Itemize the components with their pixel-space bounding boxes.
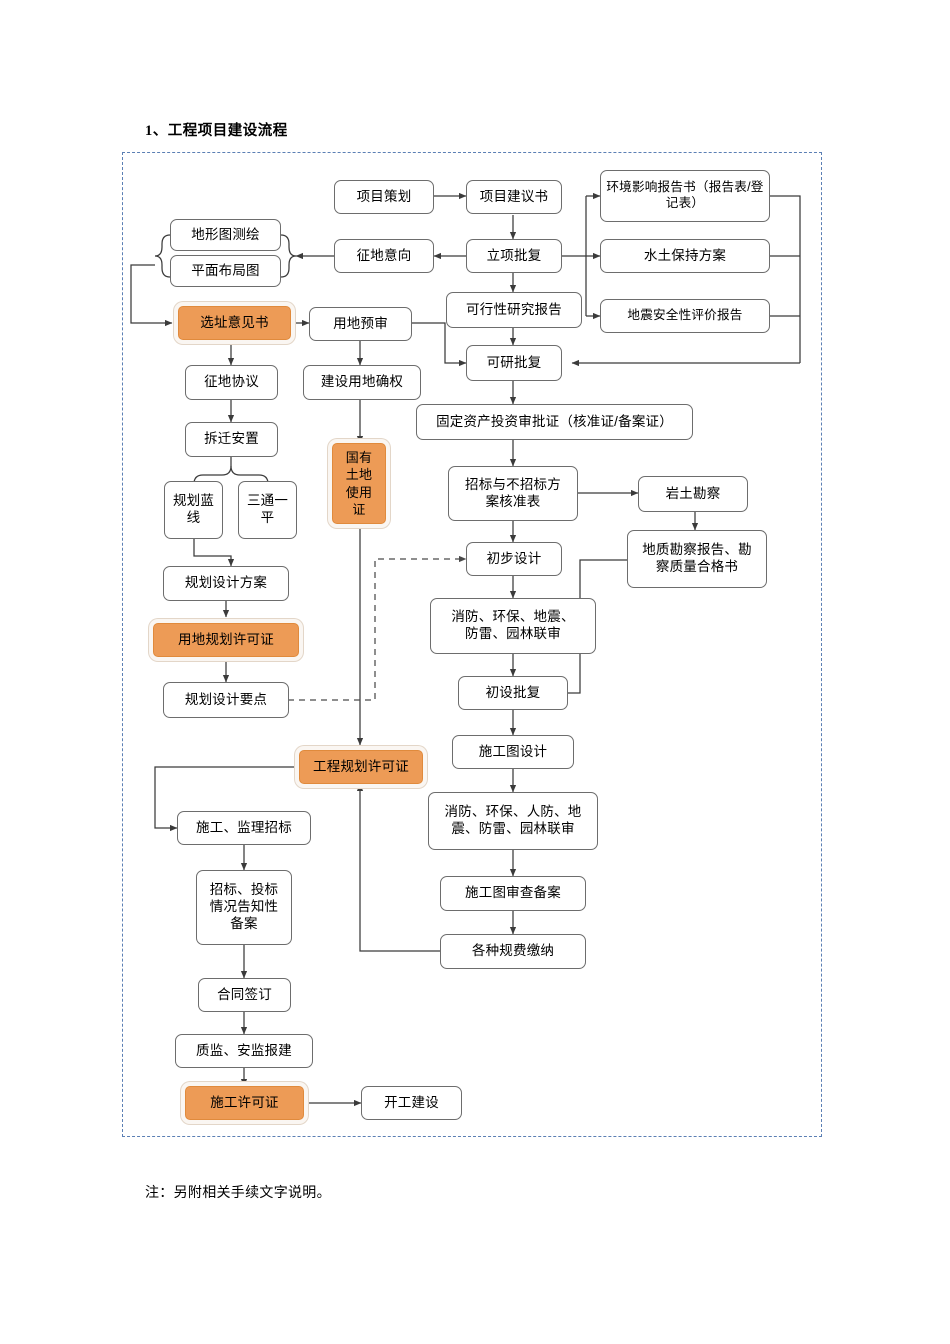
node-land-agreement[interactable]: 征地协议	[185, 365, 278, 400]
node-proj-plan[interactable]: 项目策划	[334, 180, 434, 214]
node-label: 可行性研究报告	[466, 301, 562, 317]
node-label: 规划设计方案	[184, 575, 268, 591]
node-geo-survey-report[interactable]: 地质勘察报告、勘察质量合格书	[627, 530, 767, 588]
node-joint-review-1[interactable]: 消防、环保、地震、防雷、园林联审	[430, 598, 596, 654]
node-label: 消防、环保、地震、防雷、园林联审	[451, 609, 575, 641]
node-label: 项目策划	[356, 188, 412, 204]
node-proj-proposal[interactable]: 项目建议书	[466, 180, 562, 214]
node-land-pre-approval[interactable]: 用地预审	[309, 307, 412, 341]
node-label: 立项批复	[486, 247, 542, 263]
node-label: 选址意见书	[200, 314, 269, 330]
node-label: 用地预审	[333, 315, 388, 331]
node-label: 施工、监理招标	[196, 819, 292, 835]
node-feasibility-reply[interactable]: 可研批复	[466, 345, 562, 381]
node-land-right-confirm[interactable]: 建设用地确权	[303, 365, 421, 400]
node-label: 施工许可证	[210, 1094, 279, 1110]
node-label: 消防、环保、人防、地震、防雷、园林联审	[444, 804, 582, 836]
node-contract-signing[interactable]: 合同签订	[198, 978, 291, 1012]
node-label: 用地规划许可证	[178, 631, 274, 647]
node-eia[interactable]: 环境影响报告书（报告表/登记表）	[600, 170, 770, 222]
node-label: 施工图审查备案	[465, 885, 561, 901]
node-label: 可研批复	[486, 354, 542, 370]
node-label: 初设批复	[485, 684, 541, 700]
node-fixed-asset-approval[interactable]: 固定资产投资审批证（核准证/备案证）	[416, 404, 693, 440]
node-relocation[interactable]: 拆迁安置	[185, 422, 278, 457]
node-label: 地震安全性评价报告	[627, 308, 743, 323]
node-land-intent[interactable]: 征地意向	[334, 239, 434, 273]
node-construction-supervision-bid[interactable]: 施工、监理招标	[177, 811, 311, 845]
node-engineering-planning-permit[interactable]: 工程规划许可证	[299, 750, 423, 784]
node-label: 招标、投标情况告知性备案	[209, 882, 279, 931]
node-bid-scheme-table[interactable]: 招标与不招标方案核准表	[448, 466, 578, 521]
diagram-frame	[122, 152, 822, 1137]
node-label: 地质勘察报告、勘察质量合格书	[642, 542, 752, 574]
node-label: 招标与不招标方案核准表	[465, 476, 561, 509]
node-label: 水土保持方案	[643, 247, 727, 263]
footer-note: 注：另附相关手续文字说明。	[145, 1186, 331, 1201]
node-label: 环境影响报告书（报告表/登记表）	[606, 180, 764, 210]
node-joint-review-2[interactable]: 消防、环保、人防、地震、防雷、园林联审	[428, 792, 598, 850]
node-project-approval[interactable]: 立项批复	[466, 239, 562, 273]
node-feasibility-study[interactable]: 可行性研究报告	[446, 292, 582, 328]
node-label: 质监、安监报建	[196, 1042, 292, 1058]
node-label: 开工建设	[384, 1094, 439, 1110]
node-soil-water-plan[interactable]: 水土保持方案	[600, 239, 770, 273]
node-label: 国有土地使用证	[345, 450, 373, 517]
node-label: 合同签订	[217, 986, 272, 1002]
node-label: 初步设计	[486, 550, 542, 566]
node-planning-design-scheme[interactable]: 规划设计方案	[163, 566, 289, 601]
node-start-construction[interactable]: 开工建设	[361, 1086, 462, 1120]
node-construction-permit[interactable]: 施工许可证	[185, 1086, 304, 1120]
node-label: 地形图测绘	[191, 226, 260, 242]
node-label: 工程规划许可证	[313, 758, 409, 774]
node-various-fees[interactable]: 各种规费缴纳	[440, 934, 586, 969]
node-label: 平面布局图	[191, 262, 260, 278]
node-three-connections-one-level[interactable]: 三通一平	[238, 481, 297, 539]
node-site-selection-opinion[interactable]: 选址意见书	[178, 306, 291, 340]
node-label: 建设用地确权	[320, 374, 404, 390]
node-construction-drawing-design[interactable]: 施工图设计	[452, 735, 574, 769]
node-quality-safety-registration[interactable]: 质监、安监报建	[175, 1034, 313, 1068]
node-preliminary-design-reply[interactable]: 初设批复	[458, 676, 568, 710]
node-bid-situation-record[interactable]: 招标、投标情况告知性备案	[196, 870, 292, 945]
node-label: 施工图设计	[478, 743, 548, 759]
node-label: 固定资产投资审批证（核准证/备案证）	[436, 413, 673, 429]
node-label: 拆迁安置	[204, 431, 259, 447]
node-state-land-cert[interactable]: 国有土地使用证	[332, 443, 386, 524]
node-label: 征地协议	[204, 374, 259, 390]
node-geotechnical-survey[interactable]: 岩土勘察	[638, 476, 748, 512]
node-label: 岩土勘察	[665, 485, 721, 501]
node-drawing-review-record[interactable]: 施工图审查备案	[440, 876, 586, 911]
page-title: 1、工程项目建设流程	[145, 123, 288, 139]
node-planning-blue-line[interactable]: 规划蓝线	[164, 481, 223, 539]
node-label: 各种规费缴纳	[471, 943, 555, 959]
node-label: 征地意向	[356, 247, 412, 263]
node-seismic-eval[interactable]: 地震安全性评价报告	[600, 299, 770, 333]
node-label: 规划蓝线	[172, 493, 215, 525]
node-topo[interactable]: 地形图测绘	[170, 219, 281, 251]
node-preliminary-design[interactable]: 初步设计	[466, 542, 562, 576]
node-label: 规划设计要点	[184, 691, 268, 707]
node-plan[interactable]: 平面布局图	[170, 255, 281, 287]
node-label: 三通一平	[246, 493, 289, 525]
node-planning-design-points[interactable]: 规划设计要点	[163, 682, 289, 718]
node-land-planning-permit[interactable]: 用地规划许可证	[153, 623, 299, 657]
node-label: 项目建议书	[479, 188, 549, 204]
